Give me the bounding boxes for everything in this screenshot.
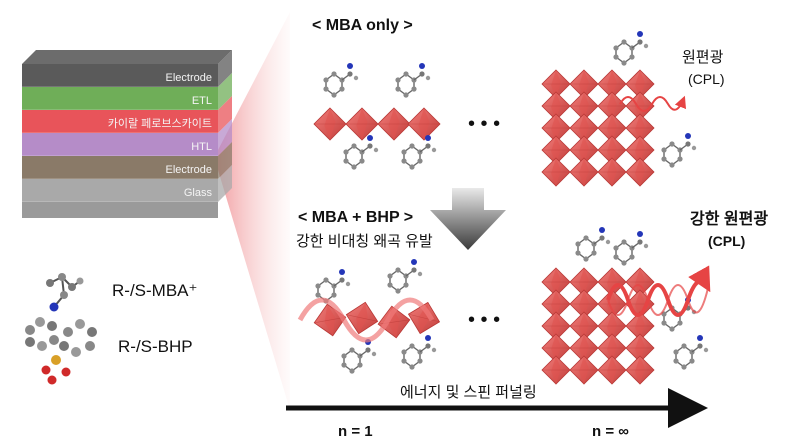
device-layer-side — [218, 165, 232, 202]
octahedron — [597, 333, 627, 363]
octahedron — [569, 267, 599, 297]
octahedron — [541, 289, 571, 319]
device-layer — [22, 179, 218, 202]
axis-start-label: n = 1 — [338, 423, 373, 440]
bottom-octahedra-chain — [313, 259, 441, 374]
down-arrow-icon — [430, 188, 506, 250]
top-ellipsis: • • • — [468, 113, 500, 135]
octahedron — [597, 267, 627, 297]
bottom-cpl-wave-2 — [607, 284, 709, 316]
bottom-emission-sub: (CPL) — [708, 233, 745, 249]
octahedron — [625, 135, 655, 165]
axis-end-label: n = ∞ — [592, 423, 629, 440]
octahedron — [541, 91, 571, 121]
octahedron — [597, 69, 627, 99]
energy-axis-label: 에너지 및 스핀 퍼널링 — [400, 384, 537, 401]
bhp-label: R-/S-BHP — [118, 337, 193, 356]
device-layer-side — [218, 119, 232, 156]
device-layer-label: 카이랄 페로브스카이트 — [108, 117, 212, 130]
device-layer-side — [218, 142, 232, 179]
octahedron — [313, 107, 347, 141]
octahedron — [597, 157, 627, 187]
device-layer-label: Electrode — [166, 164, 212, 176]
octahedron — [625, 69, 655, 99]
mba-molecule-icon — [46, 273, 84, 312]
device-layer-label: HTL — [191, 141, 212, 153]
octahedron — [569, 91, 599, 121]
octahedron — [625, 311, 655, 341]
device-glass-base — [22, 202, 218, 218]
bottom-panel-title: < MBA + BHP > — [298, 209, 413, 226]
octahedron — [345, 301, 379, 335]
bottom-ellipsis: • • • — [468, 309, 500, 331]
device-layer — [22, 64, 218, 87]
device-top-face — [22, 50, 232, 64]
mba-label: R-/S-MBA⁺ — [112, 281, 197, 300]
mba-molecule-icon — [575, 227, 611, 262]
device-layer-label: Electrode — [166, 72, 212, 84]
bottom-cpl-wave — [606, 265, 711, 317]
top-octahedra-grid — [541, 31, 697, 187]
top-emission-sub: (CPL) — [688, 71, 725, 87]
octahedron — [625, 355, 655, 385]
octahedron — [377, 107, 411, 141]
octahedron — [541, 355, 571, 385]
top-emission-label: 원편광 — [682, 49, 724, 66]
device-layer — [22, 110, 218, 133]
octahedron — [597, 311, 627, 341]
octahedron — [541, 69, 571, 99]
bottom-emission-label: 강한 원편광 — [690, 209, 768, 228]
device-layer-side — [218, 96, 232, 133]
top-cpl-wave — [619, 95, 687, 112]
funnel-highlight — [218, 12, 290, 410]
bottom-octahedra-grid — [541, 227, 709, 385]
device-layer-side — [218, 50, 232, 87]
octahedron — [541, 157, 571, 187]
octahedron — [407, 301, 441, 335]
octahedron — [569, 333, 599, 363]
octahedron — [407, 107, 441, 141]
octahedron — [625, 333, 655, 363]
mba-molecule-icon — [387, 259, 423, 294]
octahedron — [345, 107, 379, 141]
octahedron — [569, 355, 599, 385]
octahedron — [541, 311, 571, 341]
octahedron — [541, 333, 571, 363]
mba-molecule-icon — [661, 133, 697, 168]
octahedron — [541, 135, 571, 165]
octahedron — [597, 135, 627, 165]
octahedron — [541, 113, 571, 143]
mba-molecule-icon — [323, 63, 359, 98]
octahedron — [625, 157, 655, 187]
device-layer — [22, 156, 218, 179]
bottom-distortion-wave — [297, 297, 435, 343]
mba-molecule-icon — [673, 335, 709, 370]
mba-molecule-icon — [613, 231, 649, 266]
mba-molecule-icon — [401, 335, 437, 370]
mba-molecule-icon — [395, 63, 431, 98]
mba-molecule-icon — [341, 339, 377, 374]
top-panel-title: < MBA only > — [312, 17, 413, 34]
mba-molecule-icon — [343, 135, 379, 170]
device-layer — [22, 87, 218, 110]
device-layer-label: Glass — [184, 187, 213, 199]
top-octahedra-chain — [313, 63, 441, 170]
mba-molecule-icon — [401, 135, 437, 170]
device-layer-label: ETL — [192, 95, 212, 107]
mba-molecule-icon — [613, 31, 649, 66]
octahedron — [569, 157, 599, 187]
device-layer-side — [218, 73, 232, 110]
octahedron — [569, 113, 599, 143]
octahedron — [569, 289, 599, 319]
octahedron — [569, 311, 599, 341]
bhp-molecule-icon — [25, 317, 97, 385]
device-layer — [22, 133, 218, 156]
octahedron — [597, 355, 627, 385]
bottom-panel-subtitle: 강한 비대칭 왜곡 유발 — [296, 233, 433, 250]
